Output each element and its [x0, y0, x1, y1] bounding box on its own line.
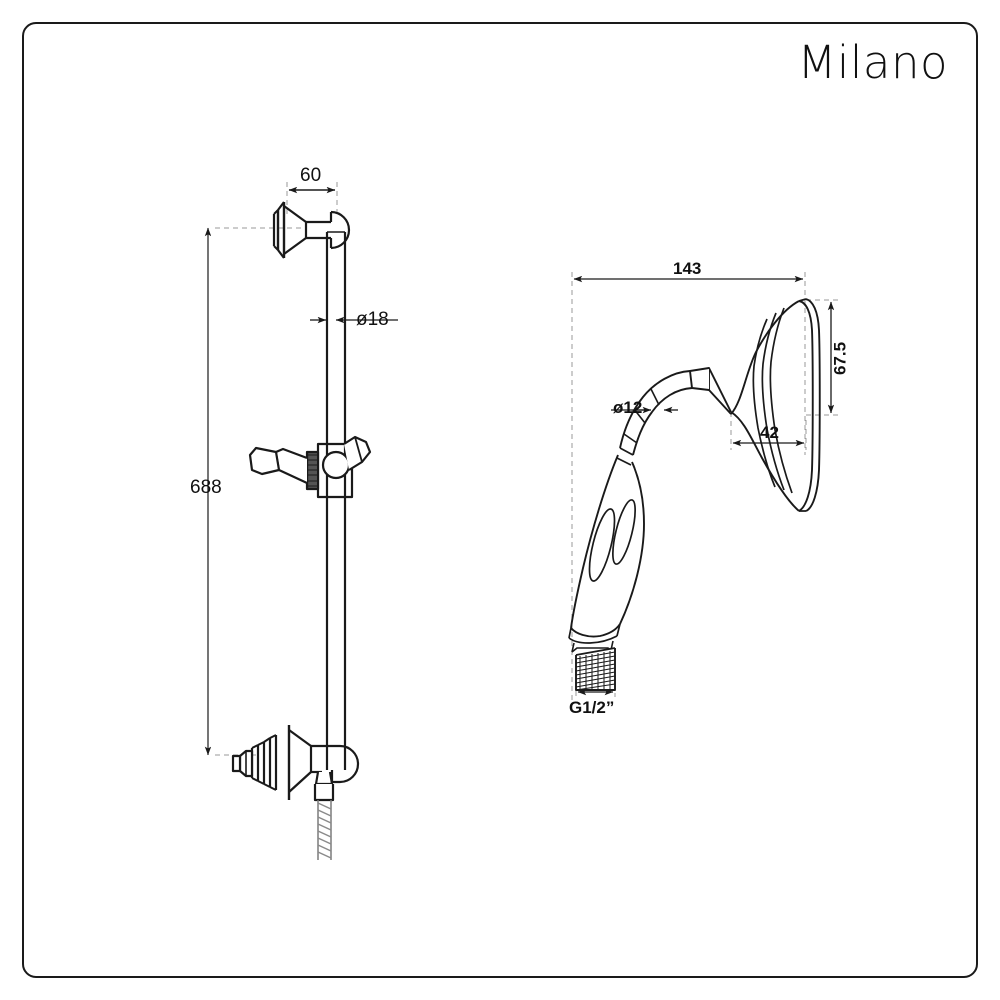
- dimension-label-rail-width: 60: [300, 165, 322, 186]
- dimension-label-rail-height: 688: [190, 477, 222, 498]
- dimension-rail-height-688: [204, 227, 302, 756]
- handle-body: [570, 447, 645, 638]
- top-wall-bracket: [272, 201, 351, 259]
- dimension-head-diameter-675: [806, 299, 840, 416]
- shower-head-rose: [730, 298, 821, 512]
- slide-rail-tube: [325, 232, 347, 770]
- dimension-label-head-diameter: 67.5: [830, 341, 850, 376]
- oval-relief-left: [588, 508, 616, 582]
- dimension-handset-length-143: [571, 272, 806, 700]
- dimension-label-handset-length: 143: [673, 259, 702, 278]
- dimension-label-rail-diameter: ø18: [356, 309, 389, 330]
- dimension-label-tube-diameter: ø12: [613, 398, 643, 417]
- handset-tube: [619, 370, 693, 456]
- page-border-frame: [22, 22, 978, 978]
- sliding-handset-holder: [248, 435, 372, 499]
- dimension-label-head-depth: 42: [760, 423, 779, 442]
- view-handset: [568, 298, 821, 691]
- dimension-rail-width-60: [286, 182, 338, 216]
- bottom-wall-bracket-outlet: [231, 725, 360, 802]
- dimension-head-depth-42: [730, 412, 807, 450]
- handset-neck: [689, 367, 732, 415]
- flexible-hose: [317, 800, 332, 860]
- oval-relief-right: [612, 499, 636, 565]
- threaded-connector: [568, 623, 621, 691]
- dimension-label-connector-thread: G1/2”: [569, 698, 615, 717]
- brand-logo: Milano: [797, 36, 948, 89]
- dimension-lines-layer: [204, 182, 840, 756]
- view-rail-assembly: [231, 201, 372, 860]
- knurled-collar: [305, 450, 320, 491]
